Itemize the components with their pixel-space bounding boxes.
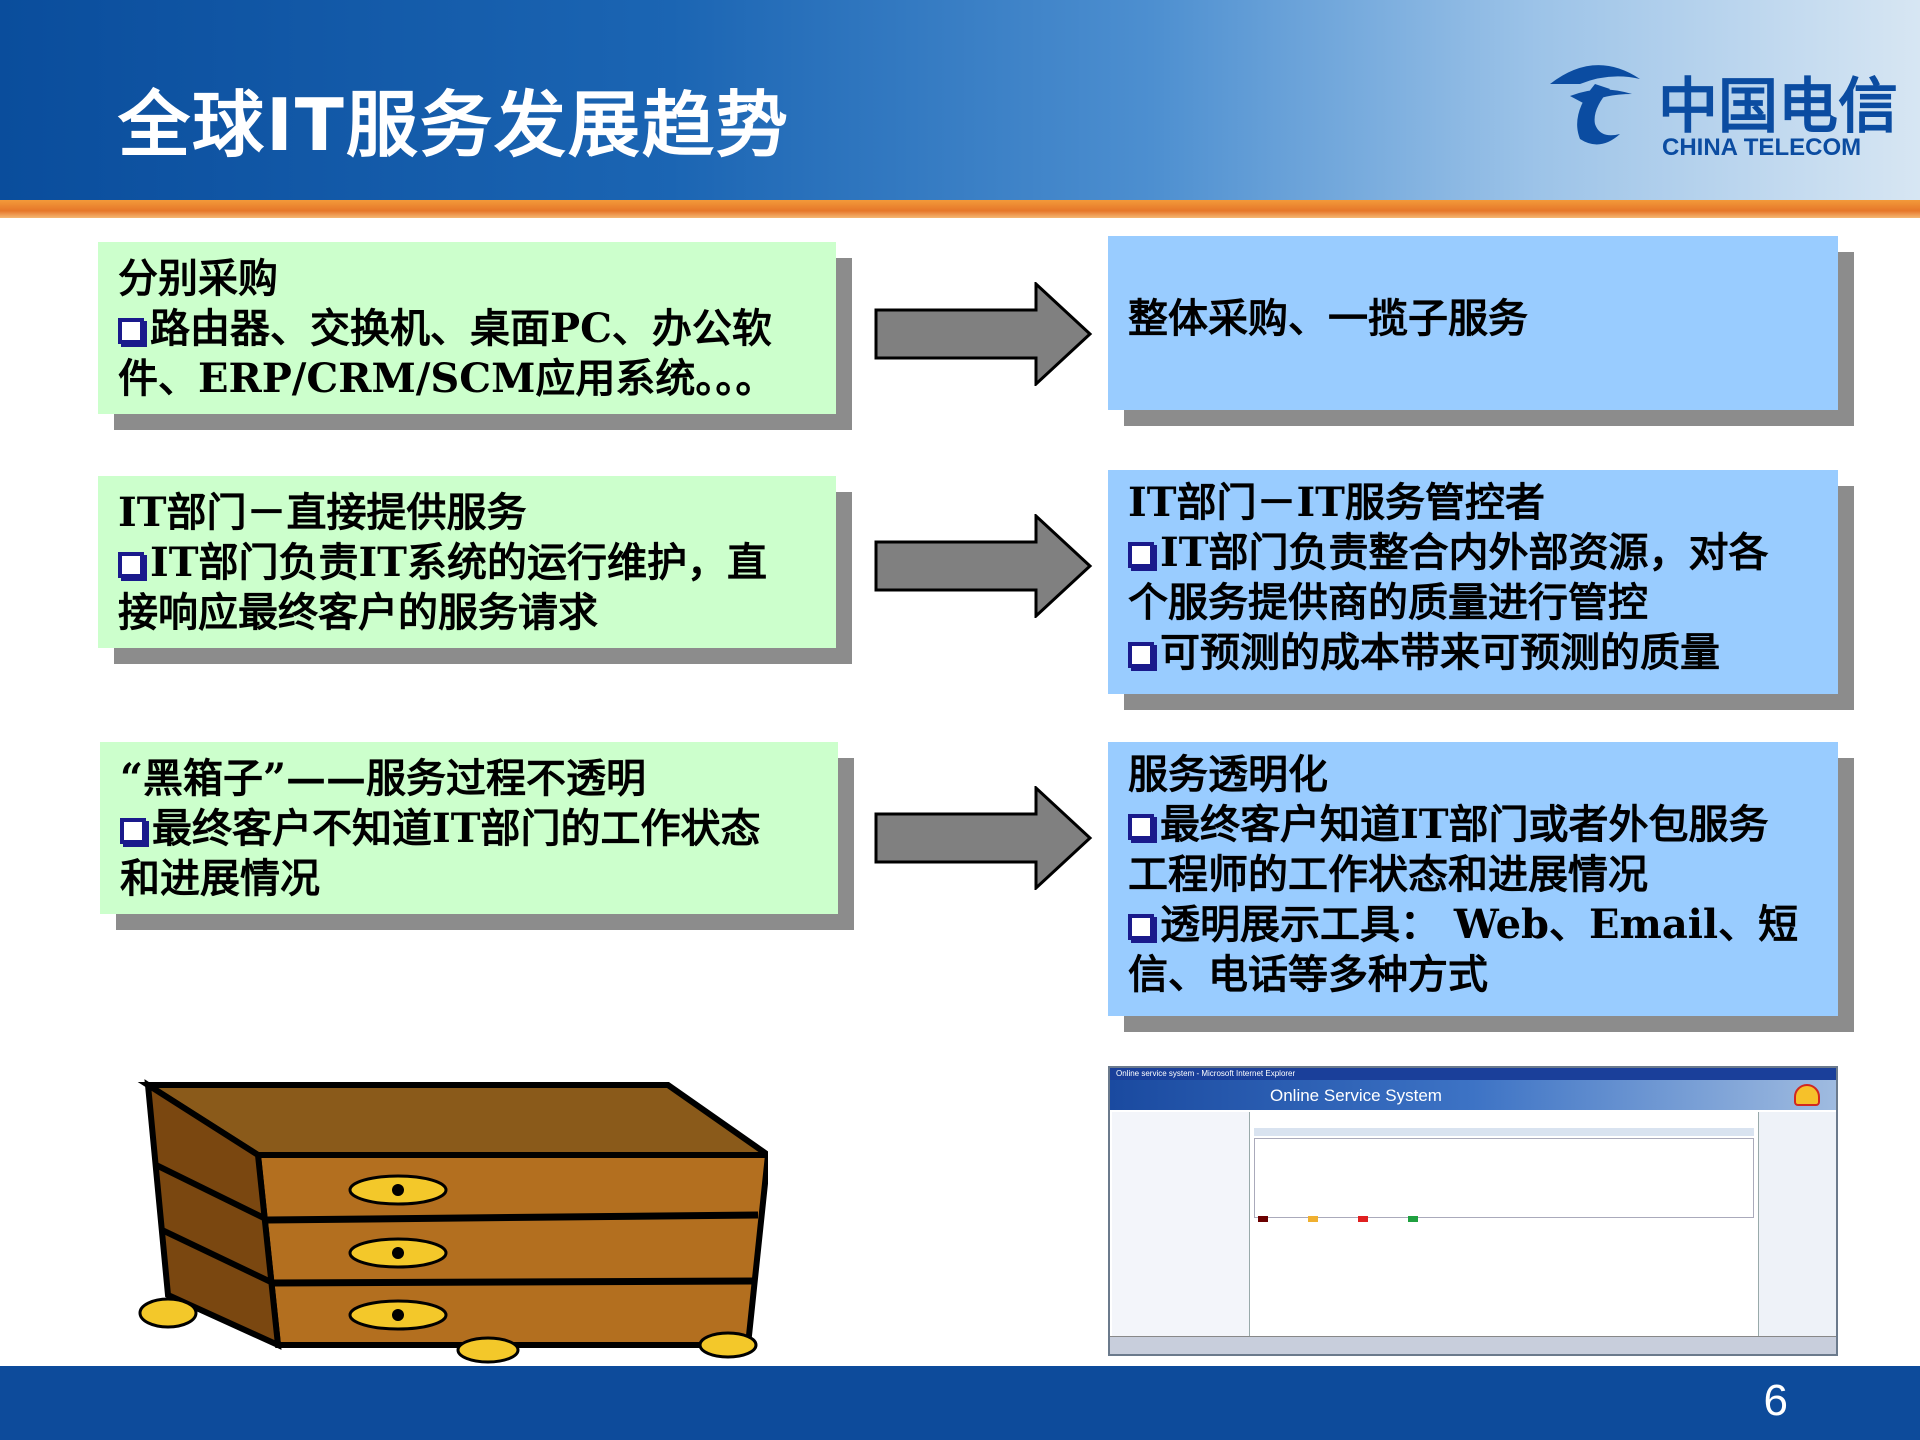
box-heading: 整体采购、一揽子服务 (1128, 295, 1528, 342)
box-item: 透明展示工具： Web、Email、短 (1160, 901, 1799, 948)
box-item-continued: 件、ERP/CRM/SCM应用系统。。。 (118, 355, 776, 402)
right-side-panel (1758, 1112, 1836, 1338)
box-heading: IT部门－IT服务管控者 (1128, 479, 1545, 526)
box-item-continued: 和进展情况 (120, 855, 320, 902)
china-telecom-logo: 中国电信 CHINA TELECOM (1540, 54, 1898, 164)
logo-english-text: CHINA TELECOM (1662, 134, 1862, 161)
telecom-swirl-icon (1550, 65, 1640, 145)
checkbox-bullet-icon (1128, 914, 1154, 940)
box-heading: 分别采购 (118, 255, 278, 302)
box-item: 最终客户知道IT部门或者外包服务 (1160, 801, 1769, 848)
treasure-chest-illustration (137, 1079, 768, 1364)
box-heading: IT部门－直接提供服务 (118, 489, 527, 536)
right-arrow-icon (874, 786, 1093, 890)
slide-title: 全球IT服务发展趋势 (118, 83, 790, 167)
box-item: 最终客户不知道IT部门的工作状态 (152, 805, 761, 852)
shell-logo-icon (1794, 1084, 1820, 1106)
left-box-procurement: 分别采购 路由器、交换机、桌面PC、办公软 件、ERP/CRM/SCM应用系统。… (98, 242, 852, 430)
page-number: 6 (1763, 1376, 1788, 1425)
right-arrow-icon (874, 282, 1093, 386)
box-item-continued: 工程师的工作状态和进展情况 (1128, 851, 1648, 898)
box-item-continued: 个服务提供商的质量进行管控 (1128, 579, 1648, 626)
left-box-it-direct-service: IT部门－直接提供服务 IT部门负责IT系统的运行维护，直 接响应最终客户的服务… (98, 476, 852, 664)
right-box-one-stop-service: 整体采购、一揽子服务 (1108, 236, 1854, 426)
checkbox-bullet-icon (1128, 642, 1154, 668)
right-box-it-governance: IT部门－IT服务管控者 IT部门负责整合内外部资源，对各 个服务提供商的质量进… (1108, 470, 1854, 710)
footer-bar (0, 1366, 1920, 1440)
box-heading: 服务透明化 (1128, 751, 1328, 798)
nav-tree-panel (1112, 1112, 1250, 1338)
window-titlebar: Online service system - Microsoft Intern… (1110, 1068, 1836, 1080)
box-item: 可预测的成本带来可预测的质量 (1160, 629, 1720, 676)
checkbox-bullet-icon (1128, 814, 1154, 840)
app-banner-title: Online Service System (1270, 1086, 1442, 1105)
checkbox-bullet-icon (120, 818, 146, 844)
logo-chinese-text: 中国电信 (1658, 72, 1898, 142)
box-item-continued: 信、电话等多种方式 (1128, 951, 1488, 998)
box-item-continued: 接响应最终客户的服务请求 (118, 589, 598, 636)
box-item: 路由器、交换机、桌面PC、办公软 (150, 305, 772, 352)
ticket-list-area (1254, 1138, 1754, 1218)
right-box-transparency: 服务透明化 最终客户知道IT部门或者外包服务 工程师的工作状态和进展情况 透明展… (1108, 742, 1854, 1032)
status-legend (1254, 1214, 1754, 1224)
taskbar (1110, 1336, 1836, 1354)
box-heading: “黑箱子”——服务过程不透明 (120, 755, 647, 802)
box-item: IT部门负责整合内外部资源，对各 (1160, 529, 1769, 576)
checkbox-bullet-icon (118, 552, 144, 578)
online-service-system-screenshot: Online service system - Microsoft Intern… (1108, 1066, 1838, 1356)
box-item: IT部门负责IT系统的运行维护，直 (150, 539, 767, 586)
header-divider (0, 200, 1920, 218)
checkbox-bullet-icon (1128, 542, 1154, 568)
app-banner: Online Service System (1110, 1080, 1836, 1110)
right-arrow-icon (874, 514, 1093, 618)
checkbox-bullet-icon (118, 318, 144, 344)
left-box-black-box: “黑箱子”——服务过程不透明 最终客户不知道IT部门的工作状态 和进展情况 (100, 742, 854, 930)
ticket-table-header (1254, 1128, 1754, 1136)
